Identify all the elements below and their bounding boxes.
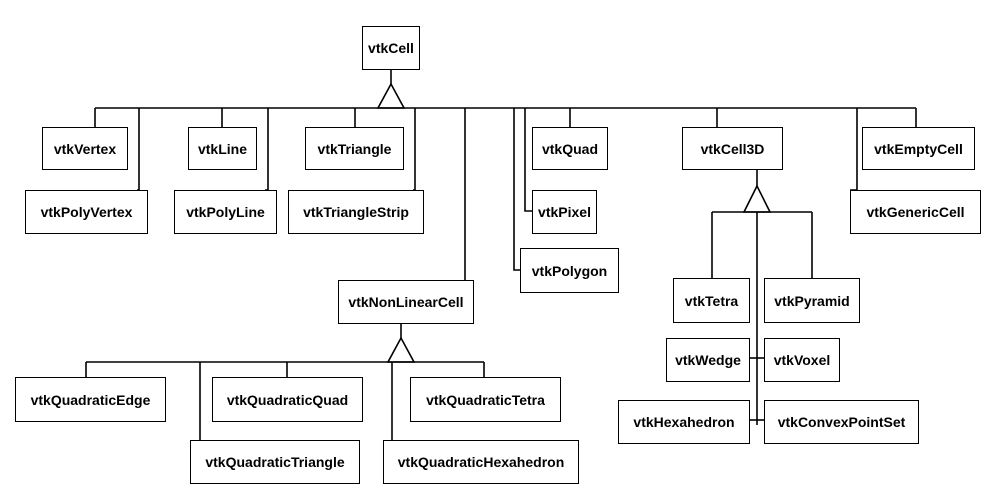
class-box-vtkquadraticquad: vtkQuadraticQuad xyxy=(212,377,363,422)
class-box-vtkquadratichexahedron: vtkQuadraticHexahedron xyxy=(383,440,579,484)
class-box-vtkpolyvertex: vtkPolyVertex xyxy=(25,190,148,234)
class-box-vtkquad: vtkQuad xyxy=(532,127,608,170)
inheritance-triangle-vtkcell3d xyxy=(742,184,772,213)
drop-vtkpolyvertex xyxy=(137,108,140,191)
class-box-vtkwedge: vtkWedge xyxy=(666,338,750,382)
class-box-vtktetra: vtkTetra xyxy=(673,278,750,323)
class-box-vtkvertex: vtkVertex xyxy=(42,127,128,170)
class-box-vtkvoxel: vtkVoxel xyxy=(764,338,840,382)
class-box-vtkconvexpointset: vtkConvexPointSet xyxy=(764,400,919,444)
class-box-vtkhexahedron: vtkHexahedron xyxy=(618,400,750,444)
class-box-vtkpolyline: vtkPolyLine xyxy=(174,190,277,234)
class-box-vtkcell3d: vtkCell3D xyxy=(682,127,783,170)
class-box-vtkpyramid: vtkPyramid xyxy=(764,278,860,323)
class-box-vtkline: vtkLine xyxy=(188,127,257,170)
inheritance-triangle-vtknonlinearcell xyxy=(386,336,416,363)
drop-vtkpolyline xyxy=(265,108,269,191)
drop-vtkpolygon xyxy=(513,108,520,271)
drop-vtkgenericcell xyxy=(850,108,858,191)
class-box-vtkquadratictetra: vtkQuadraticTetra xyxy=(410,377,561,422)
class-box-vtkpolygon: vtkPolygon xyxy=(520,248,619,293)
class-box-vtkgenericcell: vtkGenericCell xyxy=(850,190,981,234)
class-box-vtkquadraticedge: vtkQuadraticEdge xyxy=(15,377,166,422)
drop-vtkpixel xyxy=(524,108,532,212)
class-box-vtkcell: vtkCell xyxy=(362,26,420,70)
class-box-vtkemptycell: vtkEmptyCell xyxy=(862,127,975,170)
class-box-vtktriangle: vtkTriangle xyxy=(305,127,404,170)
class-box-vtkquadratictriangle: vtkQuadraticTriangle xyxy=(190,440,360,484)
drop-vtktrianglestrip xyxy=(413,108,416,191)
class-box-vtkpixel: vtkPixel xyxy=(532,190,597,234)
inheritance-triangle-vtkcell xyxy=(376,82,406,109)
class-box-vtktrianglestrip: vtkTriangleStrip xyxy=(288,190,424,234)
class-box-vtknonlinearcell: vtkNonLinearCell xyxy=(338,280,474,324)
